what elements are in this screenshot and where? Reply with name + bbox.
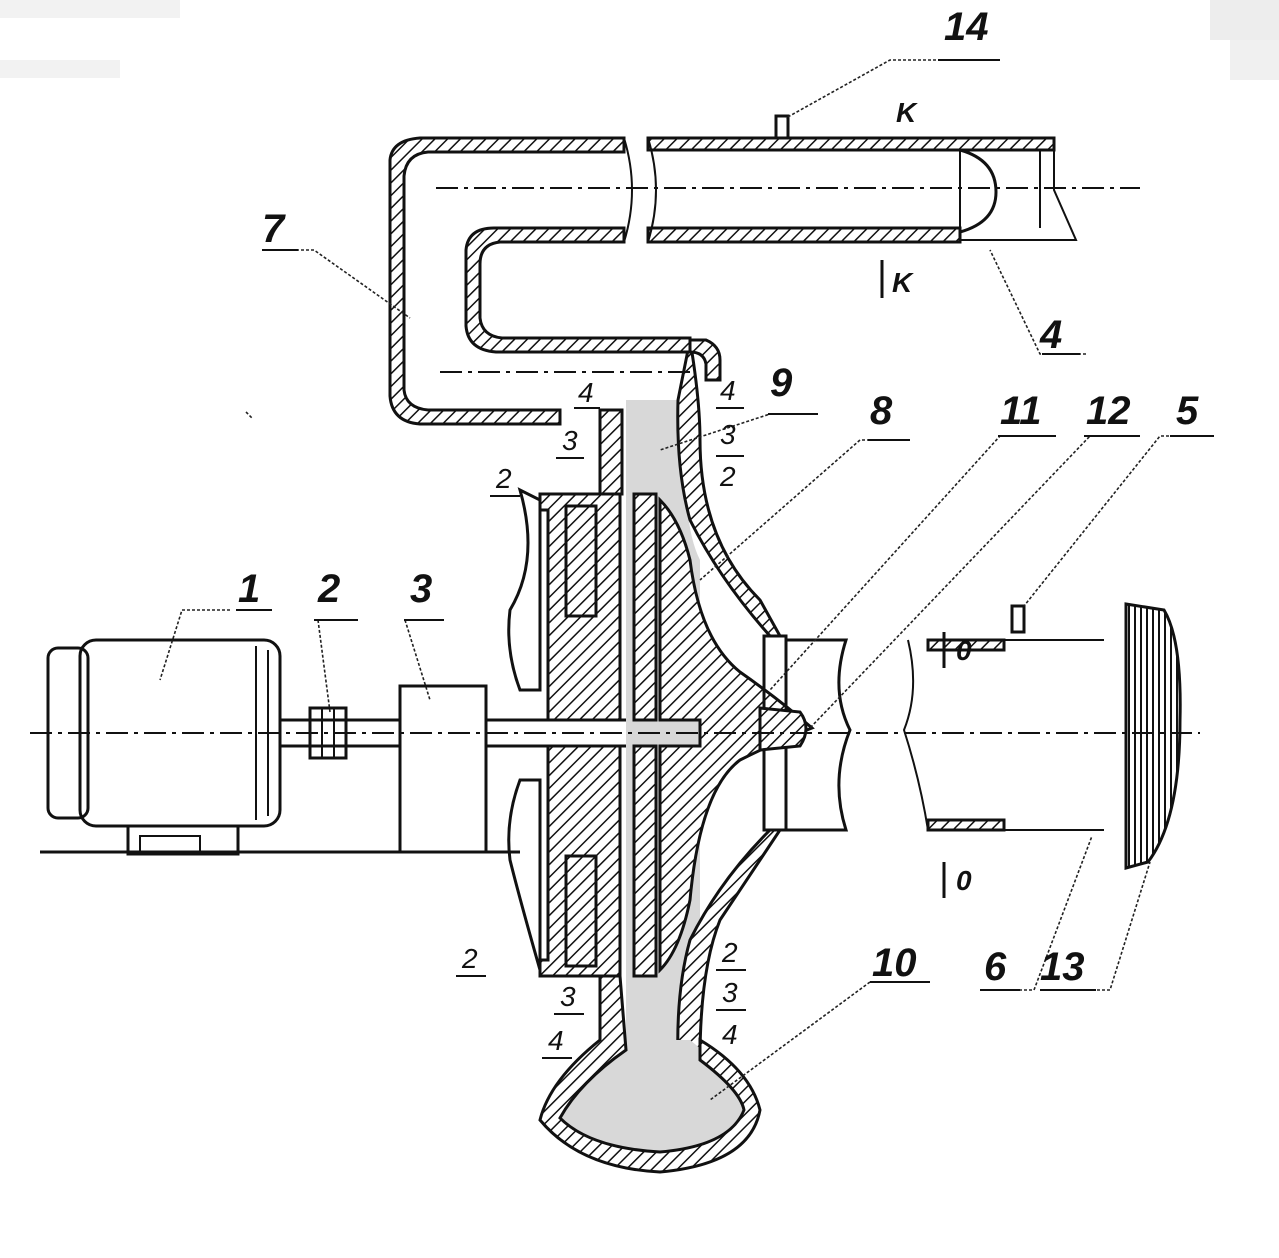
section-0-bottom: 0 [956, 865, 972, 896]
station-bottom-left-2: 2 [461, 943, 478, 974]
label-7: 7 [262, 207, 286, 251]
station-top-left-3: 3 [562, 425, 578, 456]
label-2: 2 [317, 567, 340, 611]
pressure-tap-discharge [774, 114, 790, 140]
background-text-residue [0, 0, 1279, 80]
label-12: 12 [1086, 389, 1131, 433]
station-numbers: 4 3 2 4 3 2 2 3 4 2 3 4 [456, 375, 746, 1059]
label-3: 3 [410, 567, 432, 611]
label-8: 8 [870, 389, 893, 433]
station-bottom-left-4: 4 [548, 1025, 564, 1056]
label-5: 5 [1176, 389, 1199, 433]
discharge-pipe [388, 136, 1078, 496]
label-6: 6 [984, 945, 1007, 989]
section-k-top: K [896, 97, 918, 128]
label-14: 14 [944, 5, 989, 49]
volute-casing [538, 974, 762, 1174]
part-labels: 1 2 3 14 7 4 9 8 11 12 5 10 6 13 [238, 5, 1199, 989]
station-bottom-right-4: 4 [722, 1019, 738, 1050]
label-underlines [236, 59, 1214, 991]
label-4: 4 [1039, 313, 1062, 357]
station-top-right-2: 2 [719, 461, 736, 492]
torque-meter-box [398, 684, 488, 854]
station-left-2: 2 [495, 463, 512, 494]
station-top-right-3: 3 [720, 419, 736, 450]
label-10: 10 [872, 941, 917, 985]
station-bottom-right-3: 3 [722, 977, 738, 1008]
pump-housing [507, 339, 852, 1062]
label-9: 9 [770, 361, 793, 405]
electric-motor [46, 638, 282, 856]
suction-pipe [902, 602, 1182, 870]
label-13: 13 [1040, 945, 1085, 989]
station-bottom-right-2: 2 [721, 937, 738, 968]
station-top-left-4: 4 [578, 377, 594, 408]
station-top-right-4: 4 [720, 375, 736, 406]
section-0-top: 0 [956, 635, 972, 666]
section-k-bottom: K [892, 267, 914, 298]
label-1: 1 [238, 567, 260, 611]
label-11: 11 [1000, 389, 1042, 433]
station-bottom-left-3: 3 [560, 981, 576, 1012]
pressure-tap-suction [1010, 604, 1026, 634]
section-marks: K K 0 0 [880, 97, 972, 898]
